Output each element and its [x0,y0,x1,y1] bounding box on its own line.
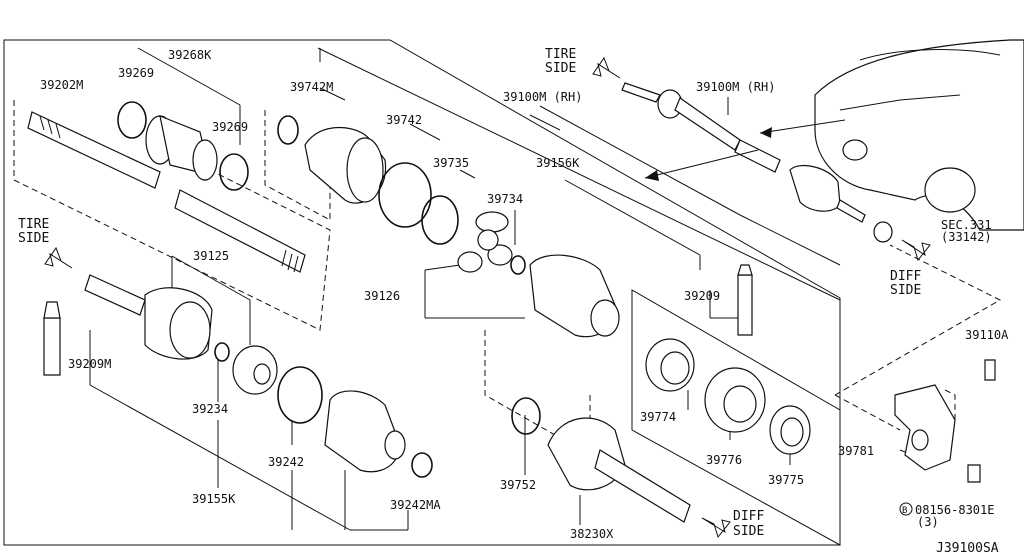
clamp-39742M [277,115,299,145]
inner-boot [324,390,406,473]
arrow-tire-side-top [592,56,621,79]
ring-39735-b [421,195,459,245]
stub-shaft-38230X [547,417,691,523]
label-bolt: 08156-8301E [915,503,994,517]
arrow-tire-side-left [44,246,73,269]
tire-side-left-2: SIDE [18,231,49,246]
label-39242: 39242 [268,455,304,469]
ring-39234 [214,342,230,362]
seal-39752 [511,397,541,435]
flange-39776 [704,367,766,433]
label-39268K: 39268K [168,48,212,62]
ring-39735 [378,162,432,228]
grease-tube-39209M [43,301,61,376]
label-39155K: 39155K [192,492,236,506]
label-39110A: 39110A [965,328,1009,342]
label-39734: 39734 [487,192,523,206]
part-labels: 39268K 39269 39202M 39269 39742M 39742 3… [40,48,1009,556]
label-39100M-rh: 39100M (RH) [696,80,775,94]
label-39209M: 39209M [68,357,111,371]
diff-side-right-1: DIFF [890,269,921,284]
bearing-box [631,289,841,546]
tripod-39734 [457,211,513,273]
label-39775: 39775 [768,473,804,487]
clamp-39242 [277,366,323,424]
label-38230X: 38230X [570,527,614,541]
car-arrow-lower [644,149,759,179]
label-39234: 39234 [192,402,228,416]
vehicle-front [814,39,1024,231]
tire-side-left-1: TIRE [18,217,49,232]
label-39776: 39776 [706,453,742,467]
bearing-cage [232,345,278,395]
bearing-39774 [645,338,695,392]
seal-39775 [769,405,811,455]
tire-side-top-2: SIDE [545,61,576,76]
label-39202M: 39202M [40,78,83,92]
outer-joint-39125 [84,274,213,360]
label-39774: 39774 [640,410,676,424]
clamp-39269-left [117,101,147,139]
diff-side-right-2: SIDE [890,283,921,298]
car-arrow-lower-head [645,170,659,181]
tire-side-top-1: TIRE [545,47,576,62]
arrow-diff-side-bottom [701,517,731,539]
label-39209-right: 39209 [684,289,720,303]
label-39126: 39126 [364,289,400,303]
diff-side-bottom-2: SIDE [733,524,764,539]
label-39269-a: 39269 [118,66,154,80]
arrow-diff-side-right [901,239,931,262]
label-39242MA: 39242MA [390,498,441,512]
snap-ring-39734 [510,255,526,275]
label-bolt-mark: B [902,506,907,516]
label-sec331: SEC.331 [941,218,992,232]
label-39742: 39742 [386,113,422,127]
grease-tube-39209 [737,264,753,336]
boot-39268K [145,115,218,181]
diagram-id: J39100SA [936,541,999,556]
label-39781: 39781 [838,444,874,458]
shaft-39202M [27,111,306,273]
label-39742M: 39742M [290,80,333,94]
car-arrow-upper-head [760,127,772,138]
label-39125: 39125 [193,249,229,263]
bracket-39781 [894,359,996,483]
label-39735: 39735 [433,156,469,170]
label-39269-b: 39269 [212,120,248,134]
bolt-mark-circle [899,502,913,516]
car-arrow-upper [759,119,846,134]
label-sec331-sub: (33142) [941,230,992,244]
diff-side-bottom-1: DIFF [733,509,764,524]
label-39100M-top: 39100M (RH) [503,90,582,104]
half-shaft-assembly [621,82,893,243]
label-39156K: 39156K [536,156,580,170]
housing-39156K [529,254,620,338]
label-39752: 39752 [500,478,536,492]
clamp-39242MA [411,452,433,478]
leader-lines [89,47,906,531]
direction-labels: TIRE SIDE TIRE SIDE DIFF SIDE DIFF SIDE [18,47,921,539]
boot-39742 [304,126,387,204]
clamp-39269-right [219,153,249,191]
label-bolt-qty: (3) [917,515,939,529]
